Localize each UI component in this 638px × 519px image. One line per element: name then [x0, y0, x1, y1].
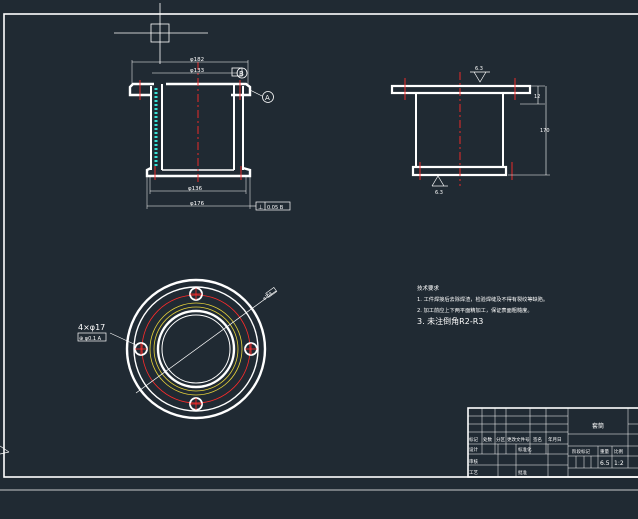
drawing-frame: [0, 13, 638, 491]
tb-process: 工艺: [469, 470, 478, 476]
notes-line-3: 3. 未注倒角R2-R3: [417, 316, 483, 326]
tb-weight-label: 重量: [600, 448, 609, 455]
tolerance-symbol: ⊥: [258, 204, 263, 211]
notes-line-2: 2. 加工前应上下两平面精加工，保证表面粗糙度。: [417, 306, 533, 314]
tb-weight: 6.5: [600, 460, 610, 467]
tolerance-value: 0.05 B: [267, 205, 284, 211]
tb-mark: 标记: [469, 436, 478, 443]
title-block: 套筒 标记 处数 分区 更改文件号 签名 年月日 设计 标准化 审核 工艺 批准…: [467, 407, 638, 478]
dim-flange: 12: [534, 94, 540, 100]
roughness-top: 6.3: [475, 66, 483, 72]
tb-date: 年月日: [548, 436, 562, 443]
hole-callout: 4×φ17: [78, 323, 105, 332]
tb-change-doc: 更改文件号: [507, 436, 530, 443]
notes-line-1: 1. 工件焊接后去除焊渣，检验焊缝及不得有裂纹等缺陷。: [417, 295, 548, 303]
dim-bottom-inner: φ136: [188, 186, 203, 192]
axis-marker-icon: [0, 445, 10, 455]
tb-sign: 签名: [533, 436, 542, 443]
dim-top-inner: φ133: [190, 68, 205, 74]
plan-view: φ158 4×φ17 ⊕ φ0.1 A: [77, 278, 278, 420]
tb-zone: 分区: [496, 436, 505, 443]
tb-standard: 标准化: [518, 446, 532, 453]
dim-pcd: φ158: [262, 290, 274, 300]
tb-design: 设计: [469, 446, 478, 453]
tb-approve: 批准: [518, 469, 527, 476]
tb-stage-label: 阶段标记: [572, 448, 590, 455]
ucs-crosshair-icon: [114, 3, 208, 64]
tb-count: 处数: [483, 436, 492, 443]
tb-scale: 1:2: [614, 460, 624, 467]
technical-notes: 技术要求 1. 工件焊接后去除焊渣，检验焊缝及不得有裂纹等缺陷。 2. 加工前应…: [417, 284, 548, 326]
part-name: 套筒: [592, 422, 604, 430]
tb-scale-label: 比例: [614, 448, 623, 455]
datum-b-label: B: [239, 70, 244, 78]
side-view: 6.3 6.3 12 170: [390, 66, 550, 196]
roughness-bottom: 6.3: [435, 190, 443, 196]
tb-review: 审核: [469, 458, 478, 465]
notes-title: 技术要求: [417, 284, 440, 292]
dim-height: 170: [540, 128, 550, 134]
front-section-view: φ182 φ133 B A φ136 φ176 ⊥ 0.05 B: [128, 57, 291, 211]
dim-bottom-outer: φ176: [190, 201, 205, 207]
position-tolerance: ⊕ φ0.1 A: [79, 336, 102, 342]
datum-a-label: A: [265, 94, 270, 102]
dim-top-outer: φ182: [190, 57, 204, 63]
